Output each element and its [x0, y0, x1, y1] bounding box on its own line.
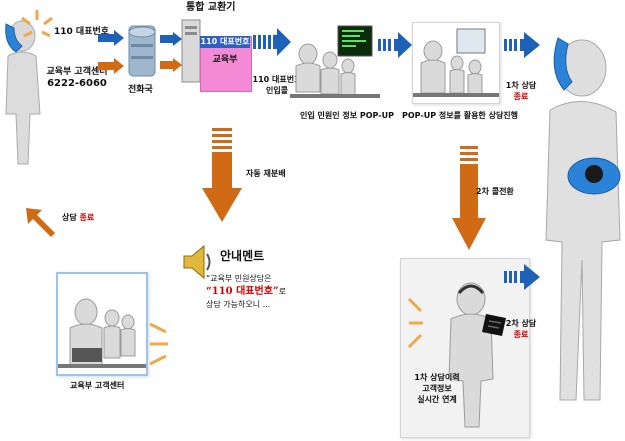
first-consult-end: 1차 상담 종료	[500, 80, 542, 102]
consult-end-red: 종료	[79, 213, 95, 222]
exchange-tag-110: 110 대표번호	[200, 36, 250, 48]
auto-redistribute-label: 자동 재분배	[246, 169, 286, 178]
moe-center-agents-image	[58, 298, 146, 368]
history-line3: 실시간 연계	[417, 395, 457, 404]
announcement-line3: 상담 가능하오니 ...	[206, 300, 271, 309]
moe-center-number: 교육부 고객센터 6222-6060	[42, 66, 112, 90]
consult-panel	[412, 22, 500, 104]
history-line2: 고객정보	[422, 384, 452, 393]
telecom-label: 전화국	[128, 85, 153, 95]
arrow-auto-redistribute	[202, 128, 242, 222]
consult-end-label: 상담 종료	[62, 212, 94, 224]
second-consult-end-line1: 2차 상담	[505, 319, 537, 328]
hotline-label: 110 대표번호	[54, 27, 110, 37]
consult-end-prefix: 상담	[62, 213, 80, 222]
exchange-tag-moe: 교육부	[212, 55, 238, 65]
arrow-second-consult-to-end	[504, 264, 540, 290]
caller-figure	[5, 20, 41, 165]
telecom-server-icon	[128, 25, 156, 77]
arrow-consult-to-end	[504, 32, 540, 58]
announcement-hotline: “110 대표번호”	[206, 286, 279, 297]
first-consult-end-line1: 1차 상담	[505, 81, 537, 90]
second-consult-end-line2: 종료	[513, 330, 529, 339]
arrow-exchange-to-agents	[253, 28, 291, 56]
arrow-hotline-to-telecom	[98, 30, 124, 46]
arrow-consult-end-upleft	[26, 208, 55, 237]
consult-agents-image	[413, 28, 499, 97]
arrow-second-transfer	[452, 146, 486, 250]
moe-center-panel	[56, 272, 148, 376]
moe-center-number-line1: 교육부 고객센터	[46, 67, 108, 77]
second-consult-panel	[400, 258, 530, 438]
document-icon	[482, 314, 506, 336]
agents-popup-image	[290, 25, 380, 98]
second-transfer-label: 2차 콜전환	[476, 187, 514, 196]
customer-figure-right	[545, 37, 621, 401]
announcement-line2: “110 대표번호”로	[206, 285, 306, 298]
sparkle-icon-bottom	[149, 322, 168, 366]
arrow-telecom-to-exchange-orange	[160, 58, 182, 72]
announcement-line1: “교육부 민원상담은	[206, 274, 272, 283]
announcement-title: 안내멘트	[220, 249, 265, 263]
inbound-call-label: 110 대표번호 인입콜	[252, 74, 302, 96]
arrow-telecom-to-exchange-blue	[160, 32, 182, 46]
first-consult-end-line2: 종료	[513, 92, 529, 101]
announcement-text: “교육부 민원상담은 “110 대표번호”로 상담 가능하오니 ...	[206, 272, 306, 311]
moe-center-number-line2: 6222-6060	[47, 78, 107, 89]
inbound-call-line1: 110 대표번호	[252, 75, 302, 84]
second-consult-end: 2차 상담 종료	[500, 318, 542, 340]
popup-info-label: 인입 민원인 정보 POP-UP	[300, 111, 394, 120]
history-label: 1차 상담이력 고객정보 실시간 연계	[404, 372, 470, 405]
sparkle-icon	[21, 10, 53, 38]
announcement-suffix: 로	[278, 287, 287, 296]
speaker-icon	[183, 244, 211, 280]
arrow-agents-to-consult	[378, 32, 412, 58]
arrow-center-to-telecom	[98, 58, 124, 74]
exchange-title: 통합 교환기	[186, 2, 236, 13]
inbound-call-line2: 인입콜	[265, 86, 289, 95]
history-line1: 1차 상담이력	[414, 373, 460, 382]
second-consult-agent-image	[407, 282, 494, 428]
popup-consult-label: POP-UP 정보를 활용한 상담진행	[402, 111, 519, 120]
moe-center-label: 교육부 고객센터	[70, 381, 125, 390]
